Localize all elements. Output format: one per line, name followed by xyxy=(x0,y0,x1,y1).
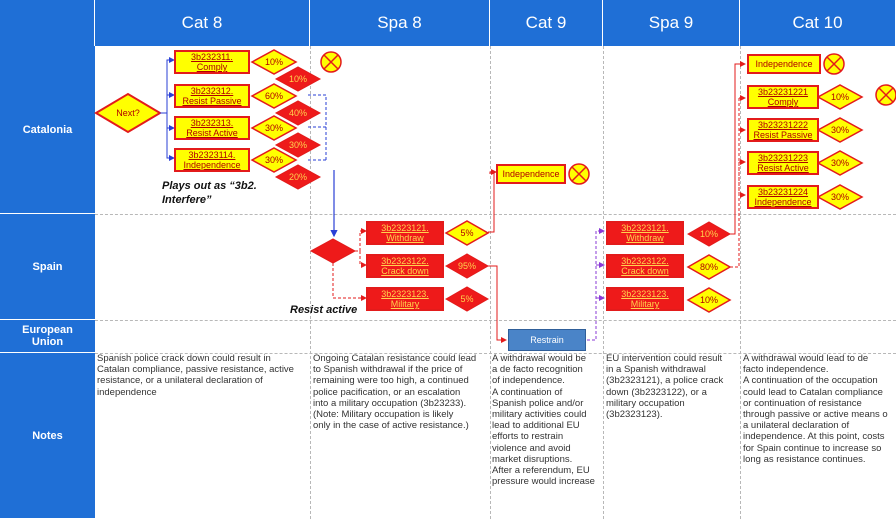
probability-diamond xyxy=(274,164,322,190)
column-header-cat10: Cat 10 xyxy=(740,0,896,46)
probability-diamond xyxy=(444,286,490,312)
probability-label: 30% xyxy=(830,192,849,202)
column-divider xyxy=(603,46,604,519)
cat10-box-resist-passive: 3b23231222 Resist Passive xyxy=(747,118,819,142)
cat8-box-resist-active: 3b232313. Resist Active xyxy=(174,116,250,140)
probability-diamond xyxy=(250,49,298,75)
probability-diamond xyxy=(274,66,322,92)
probability-label: 40% xyxy=(288,108,307,118)
probability-diamond xyxy=(816,150,864,176)
notes-cat8: Spanish police crack down could result i… xyxy=(97,353,294,398)
spain-decision-diamond xyxy=(309,238,357,264)
probability-label: 10% xyxy=(699,229,718,239)
cat9-box-independence: Independence xyxy=(496,164,566,184)
probability-diamond xyxy=(686,287,732,313)
probability-diamond xyxy=(274,132,322,158)
spa9-box-withdraw: 3b2323121. Withdraw xyxy=(606,221,684,245)
column-header-spa8: Spa 8 xyxy=(310,0,490,46)
notes-spa8: Ongoing Catalan resistance could lead to… xyxy=(313,353,477,432)
probability-diamond xyxy=(250,115,298,141)
cat8-box-resist-passive: 3b232312. Resist Passive xyxy=(174,84,250,108)
probability-diamond xyxy=(816,84,864,110)
probability-label: 10% xyxy=(699,295,718,305)
cat8-box-independence: 3b2323114. Independence xyxy=(174,148,250,172)
row-divider xyxy=(95,353,896,354)
column-header-cat9: Cat 9 xyxy=(490,0,603,46)
probability-diamond xyxy=(444,220,490,246)
probability-label: 20% xyxy=(288,172,307,182)
spa8-box-crack-down: 3b2323122. Crack down xyxy=(366,254,444,278)
probability-label: 60% xyxy=(264,91,283,101)
column-divider xyxy=(740,46,741,519)
cat8-box-comply: 3b232311. Comply xyxy=(174,50,250,74)
spa8-box-military: 3b2323123. Military xyxy=(366,287,444,311)
end-marker-icon xyxy=(320,51,342,73)
probability-label: 10% xyxy=(830,92,849,102)
probability-diamond xyxy=(274,100,322,126)
resist-active-annotation: Resist active xyxy=(290,304,358,316)
spa9-box-crack-down: 3b2323122. Crack down xyxy=(606,254,684,278)
probability-label: 80% xyxy=(699,262,718,272)
probability-diamond xyxy=(816,117,864,143)
row-divider xyxy=(95,320,896,321)
probability-label: 30% xyxy=(264,155,283,165)
eu-box-restrain: Restrain xyxy=(508,329,586,351)
probability-label: 30% xyxy=(830,125,849,135)
cat10-box-independence-top: Independence xyxy=(747,54,821,74)
probability-label: 95% xyxy=(457,261,476,271)
end-marker-icon xyxy=(875,84,896,106)
probability-label: 5% xyxy=(460,228,474,238)
probability-diamond xyxy=(250,83,298,109)
column-header-cat8: Cat 8 xyxy=(95,0,310,46)
row-divider xyxy=(95,214,896,215)
probability-label: 10% xyxy=(264,57,283,67)
cat10-box-comply: 3b23231221 Comply xyxy=(747,85,819,109)
row-label-notes: Notes xyxy=(0,353,95,519)
row-label-eu: European Union xyxy=(0,320,95,353)
probability-diamond xyxy=(816,184,864,210)
notes-cat9: A withdrawal would be a de facto recogni… xyxy=(492,353,595,488)
probability-diamond xyxy=(686,254,732,280)
notes-spa9: EU intervention could result in a Spanis… xyxy=(606,353,724,421)
cat10-box-independence: 3b23231224 Independence xyxy=(747,185,819,209)
row-label-catalonia: Catalonia xyxy=(0,46,95,214)
column-header-spa9: Spa 9 xyxy=(603,0,740,46)
probability-label: 10% xyxy=(288,74,307,84)
probability-label: 5% xyxy=(460,294,474,304)
cat10-box-resist-active: 3b23231223 Resist Active xyxy=(747,151,819,175)
notes-cat10: A withdrawal would lead to de facto inde… xyxy=(743,353,888,465)
spa8-box-withdraw: 3b2323121. Withdraw xyxy=(366,221,444,245)
probability-diamond xyxy=(250,147,298,173)
plays-out-annotation: Plays out as “3b2. Interfere” xyxy=(162,180,257,206)
end-marker-icon xyxy=(568,163,590,185)
column-divider xyxy=(490,46,491,519)
probability-label: 30% xyxy=(264,123,283,133)
probability-diamond xyxy=(686,221,732,247)
probability-label: 30% xyxy=(288,140,307,150)
column-divider xyxy=(310,46,311,519)
spa9-box-military: 3b2323123. Military xyxy=(606,287,684,311)
probability-diamond xyxy=(444,253,490,279)
corner-header xyxy=(0,0,95,46)
next-label: Next? xyxy=(116,108,140,118)
probability-label: 30% xyxy=(830,158,849,168)
row-label-spain: Spain xyxy=(0,214,95,320)
end-marker-icon xyxy=(823,53,845,75)
